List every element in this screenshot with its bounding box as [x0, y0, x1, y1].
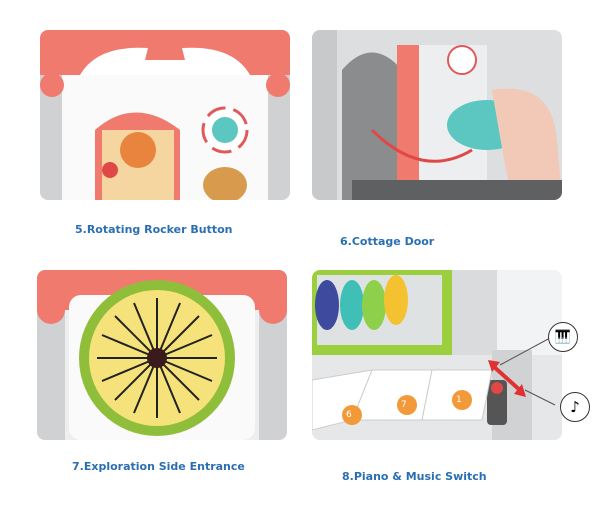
feature-caption-7: 7.Exploration Side Entrance	[72, 460, 245, 473]
piano-music-switch-image: 6 7 1	[312, 270, 562, 440]
feature-caption-5: 5.Rotating Rocker Button	[75, 223, 233, 236]
exploration-side-entrance-image	[37, 270, 287, 440]
feature-caption-8: 8.Piano & Music Switch	[342, 470, 487, 483]
cottage-door-image	[312, 30, 562, 200]
piano-icon: 🎹	[548, 322, 578, 352]
piano-key-label: 6	[346, 410, 352, 420]
music-note-icon: ♪	[560, 392, 590, 422]
feature-caption-6: 6.Cottage Door	[340, 235, 435, 248]
switch-callout	[488, 337, 556, 406]
piano-key-label: 1	[456, 395, 462, 405]
rotating-rocker-button-image	[40, 30, 290, 200]
piano-key-label: 7	[401, 400, 407, 410]
